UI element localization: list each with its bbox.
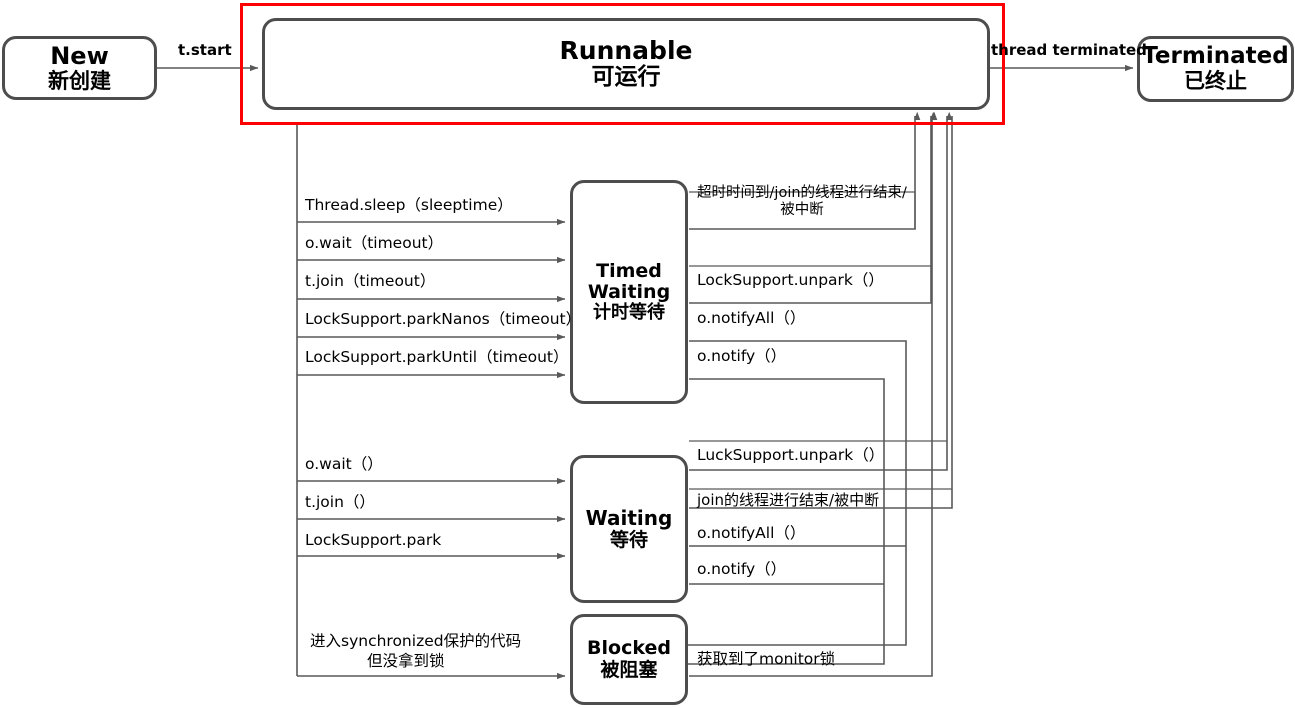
state-box-runnable[interactable]: Runnable 可运行	[262, 18, 990, 110]
state-runnable-cn: 可运行	[591, 64, 661, 91]
state-terminated-cn: 已终止	[1184, 69, 1247, 94]
edge-label-to-timed-waiting-3: LockSupport.parkNanos（timeout）	[305, 310, 582, 328]
edge-label-from-waiting-1: join的线程进行结束/被中断	[697, 491, 880, 509]
edge-label-from-timed-waiting-2: o.notifyAll（）	[697, 309, 806, 327]
state-timed-waiting-en-line1: Timed	[596, 259, 662, 282]
edge-label-from-timed-waiting-1: LockSupport.unpark（）	[697, 271, 884, 289]
edge-label-to-timed-waiting-2: t.join（timeout）	[305, 272, 436, 290]
state-timed-waiting-en-line2: Waiting	[587, 280, 671, 303]
edge-label-from-blocked: 获取到了monitor锁	[697, 650, 836, 668]
state-new-en: New	[50, 41, 109, 70]
edge-label-thread-terminated: thread terminated	[991, 41, 1147, 59]
state-box-new[interactable]: New 新创建	[2, 36, 157, 100]
state-new-cn: 新创建	[48, 68, 111, 93]
state-terminated-en: Terminated	[1142, 43, 1289, 70]
edge-label-to-blocked-line1: 进入synchronized保护的代码	[310, 632, 522, 650]
edge-label-to-timed-waiting-4: LockSupport.parkUntil（timeout）	[305, 348, 569, 366]
state-box-waiting[interactable]: Waiting 等待	[570, 455, 688, 603]
edge-label-to-waiting-2: LockSupport.park	[305, 531, 442, 549]
edge-label-t-start: t.start	[178, 41, 232, 59]
edge-label-from-timed-waiting-0: 超时时间到/join的线程进行结束/被中断	[697, 185, 907, 219]
edge-label-from-waiting-3: o.notify（）	[697, 560, 787, 578]
state-blocked-en: Blocked	[587, 637, 671, 660]
state-box-timed-waiting[interactable]: Timed Waiting 计时等待	[570, 180, 688, 404]
edge-label-to-blocked-line2: 但没拿到锁	[367, 652, 445, 670]
state-blocked-cn: 被阻塞	[600, 658, 658, 681]
edge-label-to-waiting-0: o.wait（）	[305, 455, 383, 473]
state-box-blocked[interactable]: Blocked 被阻塞	[570, 614, 688, 705]
state-timed-waiting-cn: 计时等待	[593, 302, 665, 324]
edge-label-to-waiting-1: t.join（）	[305, 493, 375, 511]
state-waiting-en: Waiting	[585, 506, 673, 531]
state-waiting-cn: 等待	[609, 528, 648, 551]
runnable-highlight-box	[240, 3, 1005, 125]
edge-label-to-timed-waiting-0: Thread.sleep（sleeptime）	[305, 196, 513, 214]
edge-label-to-timed-waiting-1: o.wait（timeout）	[305, 234, 444, 252]
edge-label-from-waiting-2: o.notifyAll（）	[697, 524, 806, 542]
edge-label-from-timed-waiting-3: o.notify（）	[697, 347, 787, 365]
state-runnable-en: Runnable	[559, 36, 693, 66]
edge-label-from-waiting-0: LuckSupport.unpark（）	[697, 446, 885, 464]
state-box-terminated[interactable]: Terminated 已终止	[1137, 36, 1294, 102]
